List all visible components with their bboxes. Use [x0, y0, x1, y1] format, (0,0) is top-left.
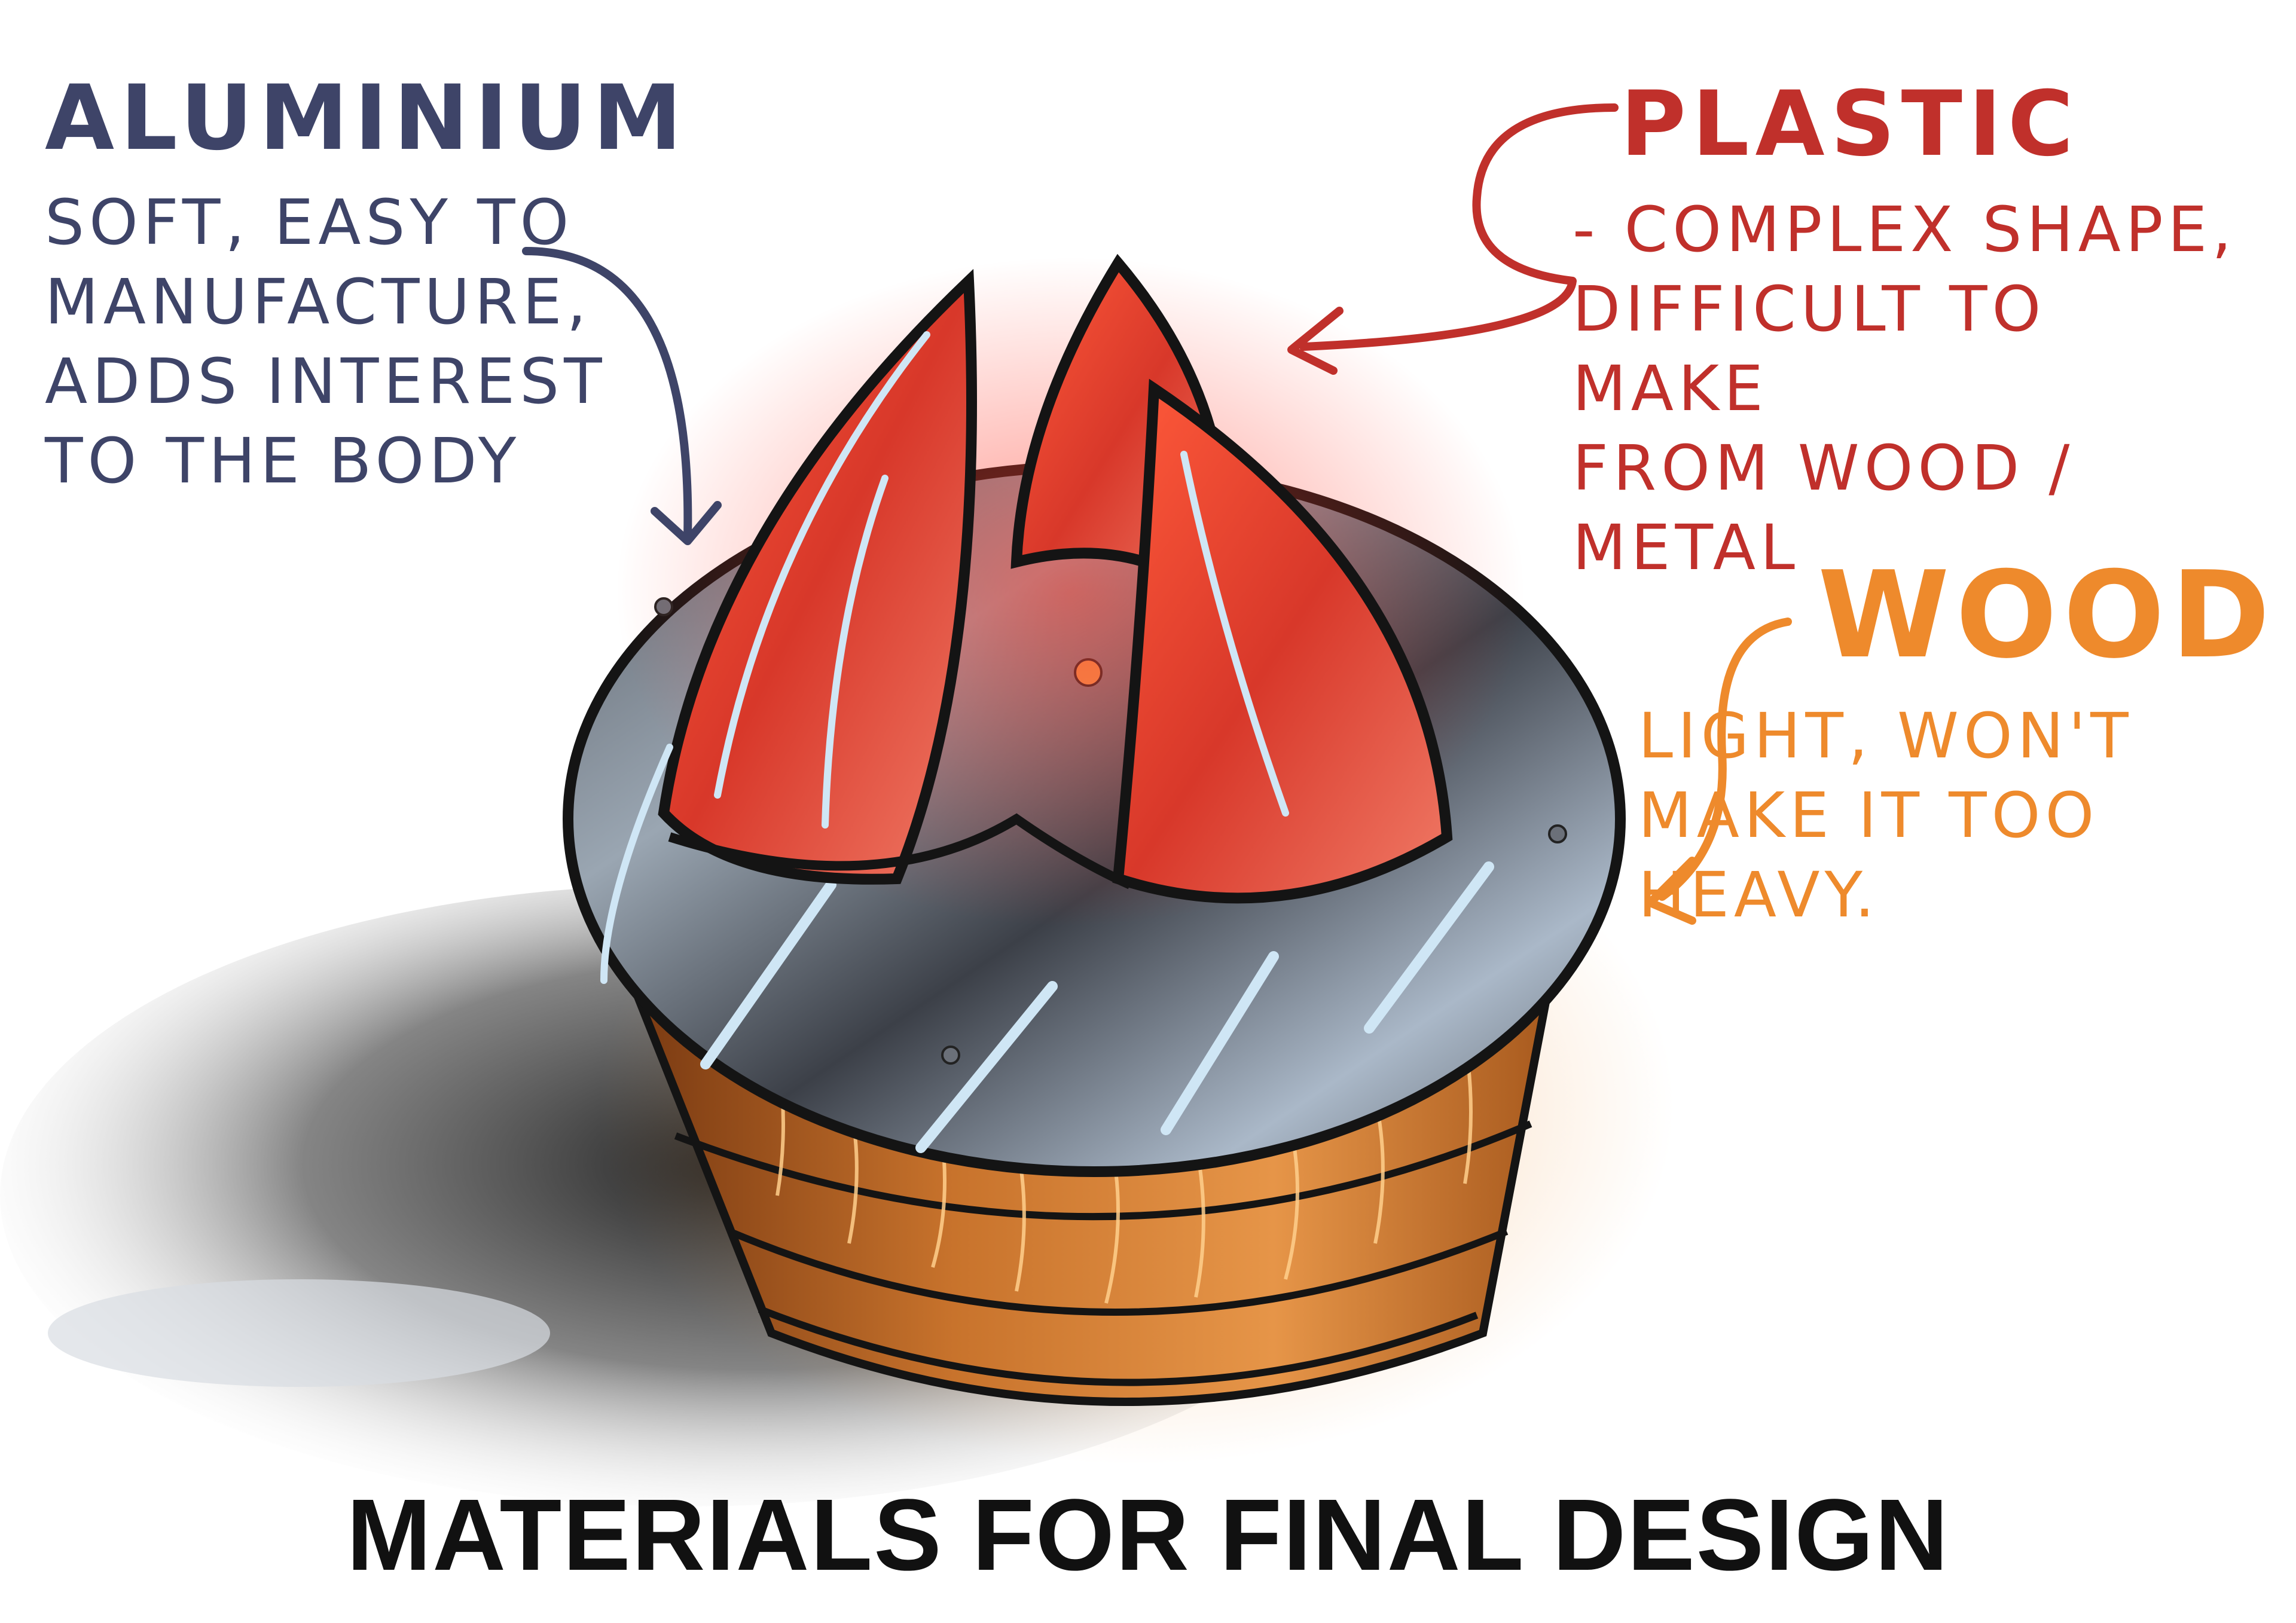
plastic-description: - COMPLEX SHAPE, DIFFICULT TO MAKE FROM … [1573, 190, 2260, 588]
plastic-line: FROM WOOD / METAL [1573, 431, 2075, 584]
aluminium-note: ALUMINIUM SOFT, EASY TO MANUFACTURE, ADD… [45, 66, 688, 501]
aluminium-highlights [700, 861, 1494, 1153]
arrow-aluminium-icon [522, 247, 722, 545]
plastic-line: DIFFICULT TO MAKE [1573, 272, 2046, 425]
page-title: MATERIALS FOR FINAL DESIGN [346, 1478, 1950, 1592]
wood-description: LIGHT, WON'T MAKE IT TOO HEAVY. [1638, 696, 2266, 935]
fin-highlights [600, 331, 1289, 984]
aluminium-line: SOFT, EASY TO [45, 185, 574, 259]
wood-note: WOOD LIGHT, WON'T MAKE IT TOO HEAVY. [1638, 546, 2276, 935]
wood-line: MAKE IT TOO [1638, 779, 2099, 852]
wood-line: HEAVY. [1638, 858, 1880, 932]
arrow-wood-icon [1646, 618, 1792, 925]
aluminium-line: ADDS INTEREST [45, 344, 607, 418]
arrow-plastic-icon [1287, 103, 1619, 375]
aluminium-line: TO THE BODY [45, 424, 521, 497]
fin-left [658, 268, 977, 885]
aluminium-heading: ALUMINIUM [45, 66, 688, 170]
plastic-heading: PLASTIC [1620, 72, 2080, 176]
wood-band-upper [674, 1120, 1532, 1221]
plastic-note: PLASTIC - COMPLEX SHAPE, DIFFICULT TO MA… [1573, 72, 2260, 588]
wood-heading: WOOD [1818, 546, 2276, 685]
plastic-line: - COMPLEX SHAPE, [1573, 192, 2237, 266]
fin-base-curve [668, 813, 1132, 890]
wood-bottom-edge [758, 1306, 1479, 1386]
wood-band-lower [728, 1228, 1509, 1316]
wood-line: LIGHT, WON'T [1638, 699, 2133, 772]
floor-reflection [48, 1279, 550, 1387]
aluminium-description: SOFT, EASY TO MANUFACTURE, ADDS INTEREST… [45, 183, 643, 501]
aluminium-line: MANUFACTURE, [45, 265, 591, 338]
